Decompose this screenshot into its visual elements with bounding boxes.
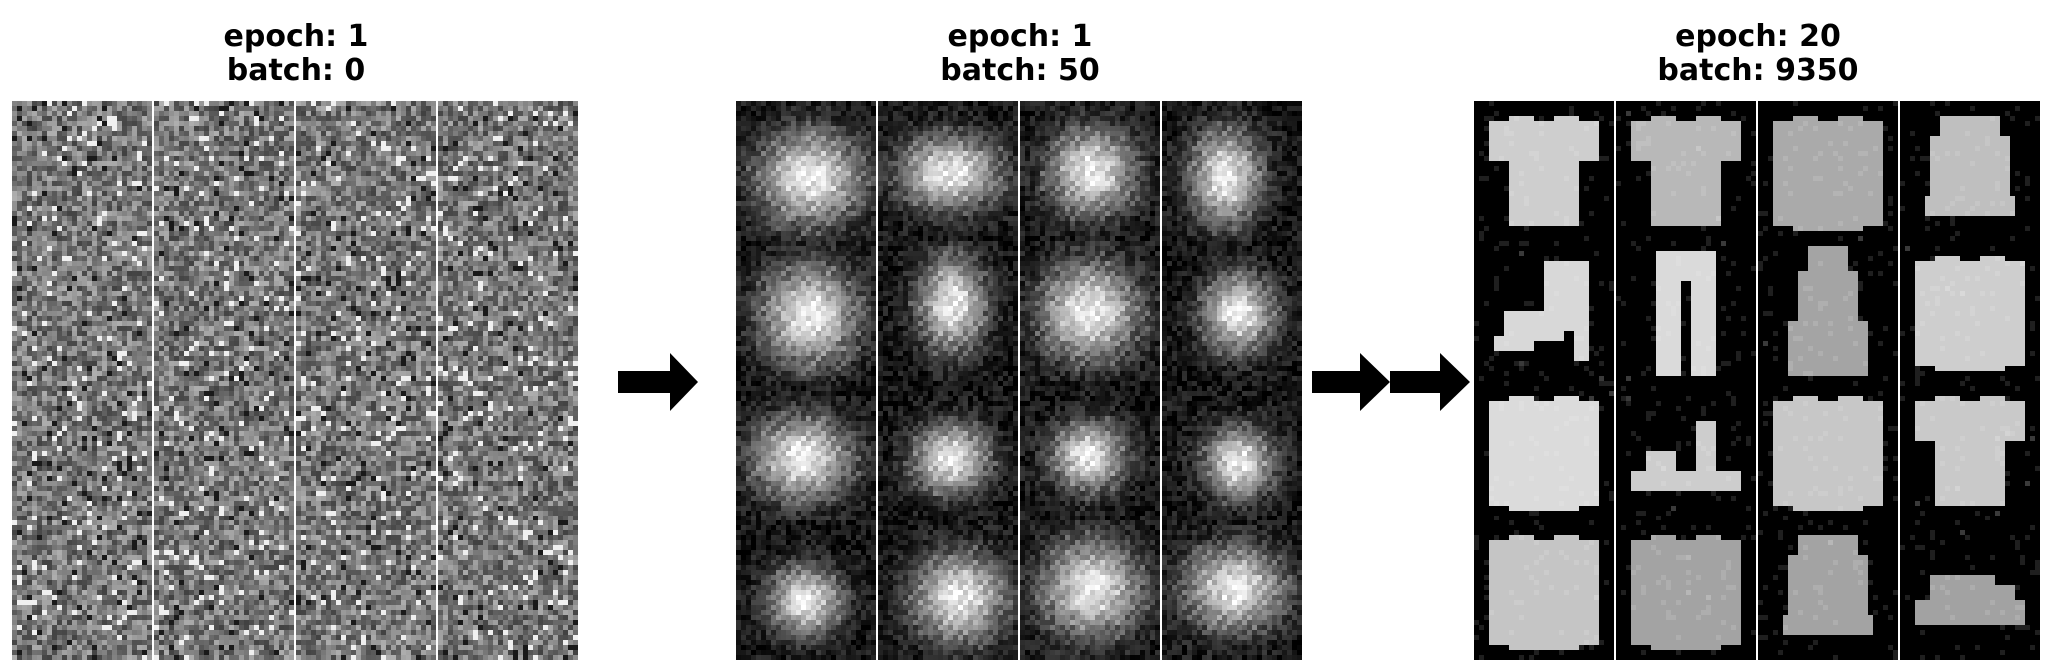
sample-column <box>154 101 294 660</box>
generated-sample-image <box>1162 240 1302 381</box>
epoch-label: epoch: 1 <box>736 20 1304 54</box>
generated-sample-image <box>1020 380 1160 521</box>
generated-sample-image <box>1474 520 1614 660</box>
panel-title: epoch: 20 batch: 9350 <box>1474 20 2042 88</box>
sample-grid <box>1474 101 2042 660</box>
generated-sample-image <box>878 240 1018 381</box>
generated-sample-image <box>878 520 1018 660</box>
generated-sample-image <box>736 520 876 660</box>
sample-column <box>1020 101 1160 660</box>
batch-label: batch: 50 <box>736 54 1304 88</box>
generated-sample-image <box>438 101 578 241</box>
generated-sample-image <box>1020 101 1160 241</box>
generated-sample-image <box>12 380 152 521</box>
generated-sample-image <box>154 520 294 660</box>
sample-grid <box>12 101 580 660</box>
batch-label: batch: 9350 <box>1474 54 2042 88</box>
generated-sample-image <box>1020 520 1160 660</box>
generated-sample-image <box>878 101 1018 241</box>
sample-column <box>878 101 1018 660</box>
sample-grid <box>736 101 1304 660</box>
generated-sample-image <box>1162 380 1302 521</box>
epoch-label: epoch: 1 <box>12 20 580 54</box>
generated-sample-image <box>12 520 152 660</box>
generated-sample-image <box>1020 240 1160 381</box>
generated-sample-image <box>736 240 876 381</box>
generated-sample-image <box>1616 101 1756 241</box>
sample-column <box>1162 101 1302 660</box>
generated-sample-image <box>1474 240 1614 381</box>
generated-sample-image <box>1162 101 1302 241</box>
generated-sample-image <box>1474 380 1614 521</box>
generated-sample-image <box>1162 520 1302 660</box>
generated-sample-image <box>1616 380 1756 521</box>
sample-column <box>1758 101 1898 660</box>
panel-title: epoch: 1 batch: 0 <box>12 20 580 88</box>
generated-sample-image <box>296 380 436 521</box>
generated-sample-image <box>438 520 578 660</box>
generated-sample-image <box>1900 380 2040 521</box>
generated-sample-image <box>1900 240 2040 381</box>
generated-sample-image <box>1900 101 2040 241</box>
generated-sample-image <box>1474 101 1614 241</box>
generated-sample-image <box>1758 101 1898 241</box>
generated-sample-image <box>296 240 436 381</box>
generated-sample-image <box>154 380 294 521</box>
generated-sample-image <box>154 240 294 381</box>
sample-column <box>1616 101 1756 660</box>
generated-sample-image <box>736 101 876 241</box>
generated-sample-image <box>12 101 152 241</box>
generated-sample-image <box>438 240 578 381</box>
generated-sample-image <box>1758 380 1898 521</box>
batch-label: batch: 0 <box>12 54 580 88</box>
panel-title: epoch: 1 batch: 50 <box>736 20 1304 88</box>
epoch-label: epoch: 20 <box>1474 20 2042 54</box>
generated-sample-image <box>296 101 436 241</box>
generated-sample-image <box>1900 520 2040 660</box>
generated-sample-image <box>1758 240 1898 381</box>
generated-sample-image <box>12 240 152 381</box>
generated-sample-image <box>878 380 1018 521</box>
arrow-right-icon <box>618 353 698 411</box>
sample-column <box>1474 101 1614 660</box>
sample-column <box>296 101 436 660</box>
sample-column <box>1900 101 2040 660</box>
generated-sample-image <box>296 520 436 660</box>
generated-sample-image <box>154 101 294 241</box>
generated-sample-image <box>736 380 876 521</box>
sample-column <box>438 101 578 660</box>
sample-column <box>736 101 876 660</box>
generated-sample-image <box>1616 240 1756 381</box>
generated-sample-image <box>438 380 578 521</box>
generated-sample-image <box>1758 520 1898 660</box>
sample-column <box>12 101 152 660</box>
double-arrow-right-icon <box>1312 353 1470 411</box>
generated-sample-image <box>1616 520 1756 660</box>
